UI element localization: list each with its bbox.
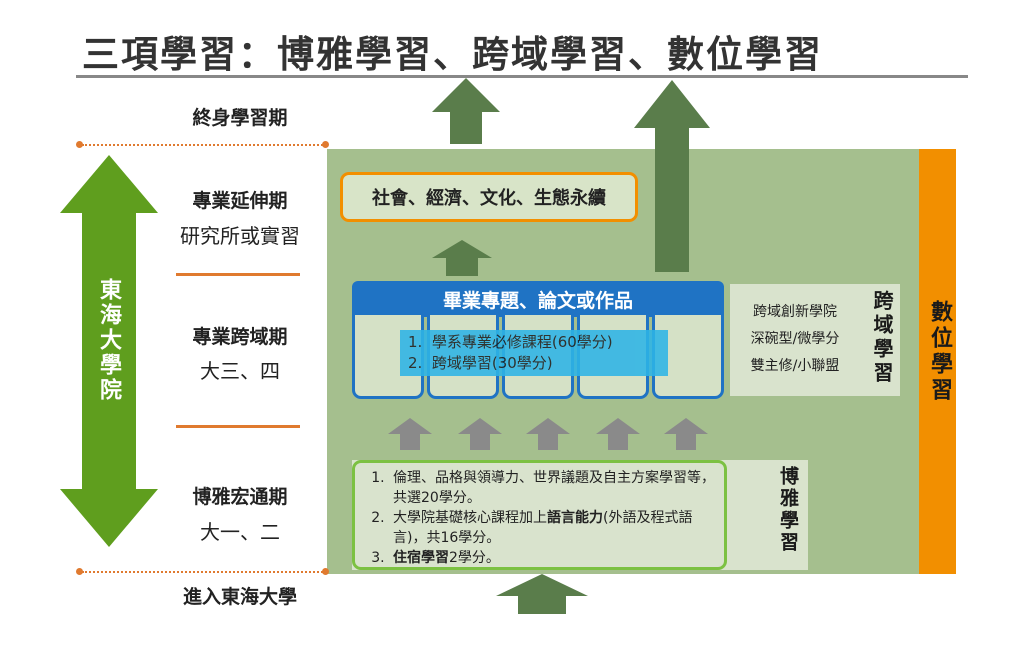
- up-arrow-icon: [526, 418, 570, 450]
- up-arrow-icon: [596, 418, 640, 450]
- cross-domain-label: 跨域學習: [870, 290, 894, 386]
- cross-domain-panel: [730, 284, 900, 396]
- phase-separator: [176, 273, 300, 276]
- gray-arrow-row: [388, 418, 708, 450]
- general-education-panel: [352, 460, 808, 570]
- list-item: 1. 學系專業必修課程(60學分): [408, 333, 613, 351]
- list-item: 2. 跨域學習(30學分): [408, 354, 553, 372]
- page-title: 三項學習：博雅學習、跨域學習、數位學習: [82, 33, 823, 76]
- digital-learning-bar: [919, 149, 956, 574]
- capstone-header: 畢業專題、論文或作品: [352, 281, 724, 317]
- boundary-dot: [322, 141, 329, 148]
- phase-lifelong: 終身學習期: [192, 107, 288, 129]
- up-arrow-icon: [664, 418, 708, 450]
- title-underline: [76, 75, 968, 78]
- list-item: 倫理、品格與領導力、世界議題及自主方案學習等，共選20學分。: [389, 468, 716, 508]
- up-arrow-icon: [458, 418, 502, 450]
- phase-general-sub: 大一、二: [200, 520, 280, 544]
- entry-boundary: [82, 571, 327, 573]
- lifelong-boundary: [82, 144, 327, 146]
- up-arrow-icon: [496, 574, 588, 614]
- phase-extension: 專業延伸期: [192, 190, 288, 212]
- list-item: 跨域創新學院: [753, 304, 837, 320]
- cross-programs-list: 跨域創新學院 深碗型/微學分 雙主修/小聯盟: [735, 299, 855, 380]
- general-education-label: 博雅學習: [777, 466, 799, 554]
- boundary-dot: [76, 141, 83, 148]
- tunghai-college-label: 東海大學院: [96, 278, 121, 403]
- phase-entry: 進入東海大學: [182, 586, 297, 608]
- boundary-dot: [76, 568, 83, 575]
- double-arrow-icon: [60, 155, 158, 547]
- boundary-dot: [322, 568, 329, 575]
- up-arrow-icon: [432, 78, 500, 144]
- phase-general: 博雅宏通期: [192, 486, 288, 508]
- sustainability-box: 社會、經濟、文化、生態永續: [340, 172, 638, 222]
- phase-separator: [176, 425, 300, 428]
- list-item: 大學院基礎核心課程加上語言能力(外語及程式語言)，共16學分。: [389, 508, 716, 548]
- phase-extension-sub: 研究所或實習: [180, 224, 300, 248]
- up-arrow-icon: [432, 240, 492, 276]
- list-item: 雙主修/小聯盟: [750, 358, 840, 374]
- list-item: 住宿學習2學分。: [389, 548, 716, 568]
- digital-learning-label: 數位學習: [927, 300, 952, 404]
- general-courses-box: 倫理、品格與領導力、世界議題及自主方案學習等，共選20學分。 大學院基礎核心課程…: [352, 460, 727, 570]
- up-arrow-icon: [388, 418, 432, 450]
- phase-cross-sub: 大三、四: [200, 359, 280, 383]
- up-arrow-icon: [634, 80, 710, 272]
- major-courses-box: 1. 學系專業必修課程(60學分) 2. 跨域學習(30學分): [400, 330, 668, 376]
- list-item: 深碗型/微學分: [750, 331, 840, 347]
- phase-cross: 專業跨域期: [192, 326, 288, 348]
